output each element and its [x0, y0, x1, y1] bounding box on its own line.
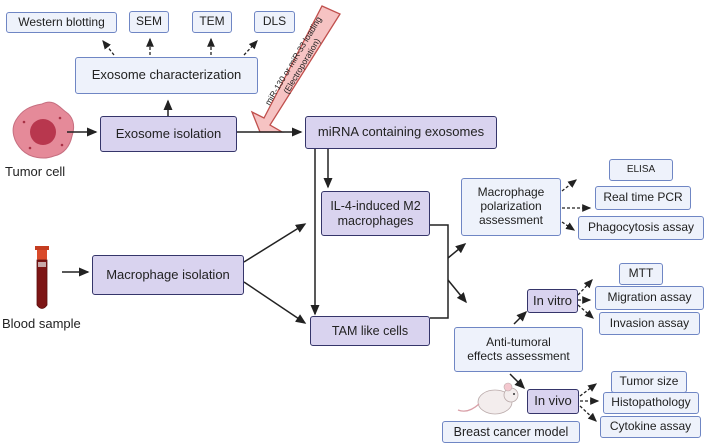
- phagocytosis-assay-box: Phagocytosis assay: [578, 216, 704, 240]
- elisa-box: ELISA: [609, 159, 673, 181]
- polarization-assessment-box: Macrophage polarization assessment: [461, 178, 561, 236]
- migration-assay-box: Migration assay: [595, 286, 704, 310]
- exosome-isolation-box: Exosome isolation: [100, 116, 237, 152]
- anti-tumoral-line2: effects assessment: [467, 348, 570, 363]
- blood-tube-illustration: [35, 246, 49, 309]
- polarization-line3: assessment: [478, 212, 544, 227]
- dls-box: DLS: [254, 11, 295, 33]
- tumor-cell-illustration: [12, 101, 75, 159]
- western-blotting-box: Western blotting: [6, 12, 117, 33]
- mtt-box: MTT: [619, 263, 663, 285]
- il4-macrophages-box: IL-4-induced M2 macrophages: [321, 191, 430, 236]
- macrophage-isolation-box: Macrophage isolation: [92, 255, 244, 295]
- in-vitro-box: In vitro: [527, 289, 578, 313]
- anti-tumoral-line1: Anti-tumoral: [486, 334, 551, 349]
- tumor-size-box: Tumor size: [611, 371, 687, 393]
- tam-like-cells-box: TAM like cells: [310, 316, 430, 346]
- mouse-illustration: [457, 382, 519, 415]
- histopathology-box: Histopathology: [603, 392, 699, 414]
- tem-box: TEM: [192, 11, 232, 33]
- polarization-line1: Macrophage: [477, 185, 545, 200]
- tumor-cell-label: Tumor cell: [5, 164, 66, 179]
- mirna-exosomes-box: miRNA containing exosomes: [305, 116, 497, 149]
- invasion-assay-box: Invasion assay: [599, 312, 700, 335]
- il4-line2: macrophages: [337, 213, 414, 228]
- blood-sample-label: Blood sample: [2, 316, 81, 331]
- real-time-pcr-box: Real time PCR: [595, 186, 691, 210]
- anti-tumoral-box: Anti-tumoral effects assessment: [454, 327, 583, 372]
- il4-line1: IL-4-induced M2: [330, 199, 421, 214]
- polarization-line2: polarization: [480, 199, 542, 214]
- breast-cancer-model-box: Breast cancer model: [442, 421, 580, 443]
- sem-box: SEM: [129, 11, 169, 33]
- cytokine-assay-box: Cytokine assay: [600, 416, 701, 438]
- in-vivo-box: In vivo: [527, 389, 579, 414]
- exosome-characterization-box: Exosome characterization: [75, 57, 258, 94]
